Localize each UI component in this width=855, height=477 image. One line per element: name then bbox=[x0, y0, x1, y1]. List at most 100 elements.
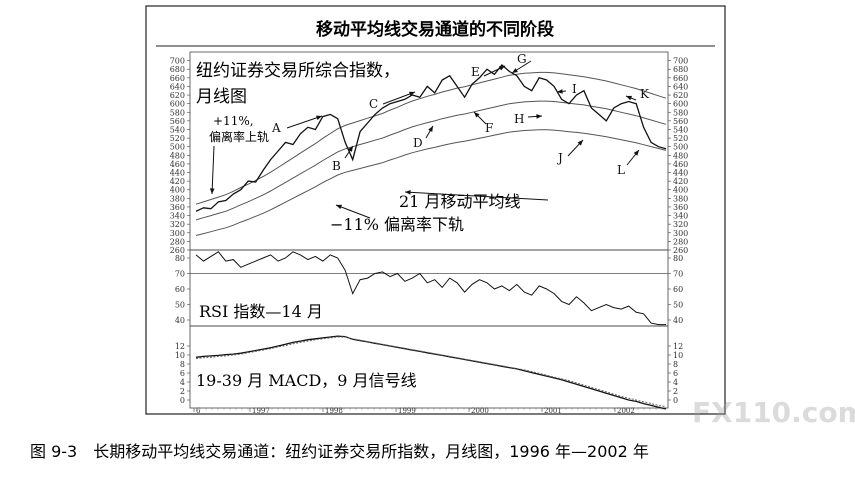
y-tick-label-right: 2 bbox=[673, 387, 678, 396]
y-tick-label-left: 660 bbox=[170, 74, 185, 83]
y-tick-label-left: 2 bbox=[180, 387, 185, 396]
arrow-head bbox=[316, 115, 322, 121]
figure-caption: 图 9-3 长期移动平均线交易通道：纽约证券交易所指数，月线图，1996 年—2… bbox=[30, 442, 649, 461]
y-tick-label-left: 0 bbox=[180, 396, 185, 405]
stage-label-f: F bbox=[485, 121, 493, 135]
stage-label-e: E bbox=[471, 65, 480, 79]
y-tick-label-right: 540 bbox=[673, 125, 688, 134]
stage-label-h: H bbox=[514, 112, 524, 126]
y-tick-label-left: 540 bbox=[170, 125, 185, 134]
y-tick-label-left: 600 bbox=[170, 100, 185, 109]
x-tick-label: 2001 bbox=[544, 407, 562, 415]
price-line bbox=[195, 63, 667, 212]
y-tick-label-left: 440 bbox=[170, 169, 185, 178]
arrow-head bbox=[557, 89, 563, 94]
arrow-head bbox=[405, 189, 411, 195]
y-tick-label-left: 6 bbox=[180, 369, 185, 378]
arrow-head bbox=[409, 91, 415, 97]
y-tick-label-left: 60 bbox=[175, 285, 185, 294]
annotation-arrow bbox=[211, 145, 215, 195]
annotation-arrow bbox=[335, 204, 371, 219]
stage-label-l: L bbox=[617, 163, 625, 177]
x-tick-label: 1998 bbox=[325, 407, 343, 415]
y-tick-label-right: 280 bbox=[673, 237, 688, 246]
y-tick-label-left: 580 bbox=[170, 108, 185, 117]
stage-label-i: I bbox=[572, 82, 577, 96]
upper-rail-line bbox=[195, 71, 667, 205]
y-tick-label-left: 300 bbox=[170, 229, 185, 238]
y-tick-label-right: 440 bbox=[673, 169, 688, 178]
arrow-head bbox=[499, 66, 505, 71]
y-tick-label-left: 360 bbox=[170, 203, 185, 212]
y-tick-label-right: 360 bbox=[673, 203, 688, 212]
lower-rail-label: −11% 偏离率下轨 bbox=[330, 215, 464, 234]
y-tick-label-right: 40 bbox=[673, 316, 683, 325]
y-tick-label-left: 70 bbox=[175, 270, 185, 279]
rsi-line bbox=[195, 251, 666, 326]
watermark: FX110.com bbox=[692, 396, 855, 429]
y-tick-label-left: 420 bbox=[170, 177, 185, 186]
y-tick-label-left: 460 bbox=[170, 160, 185, 169]
stage-label-k: K bbox=[640, 87, 650, 101]
upper-rail-label: +11%, bbox=[213, 114, 254, 128]
y-tick-label-left: 400 bbox=[170, 186, 185, 195]
y-tick-label-right: 500 bbox=[673, 143, 688, 152]
y-tick-label-left: 620 bbox=[170, 91, 185, 100]
chart-title: 移动平均线交易通道的不同阶段 bbox=[316, 19, 554, 40]
y-tick-label-right: 700 bbox=[673, 57, 688, 66]
x-tick-label: 6 bbox=[196, 407, 201, 415]
y-tick-label-right: 80 bbox=[673, 254, 683, 263]
y-tick-label-right: 300 bbox=[673, 229, 688, 238]
y-tick-label-right: 400 bbox=[673, 186, 688, 195]
y-tick-label-left: 680 bbox=[170, 65, 185, 74]
y-tick-label-left: 280 bbox=[170, 237, 185, 246]
arrow-head bbox=[536, 114, 542, 119]
arrow-head bbox=[633, 150, 639, 156]
y-tick-label-right: 70 bbox=[673, 270, 683, 279]
y-tick-label-left: 4 bbox=[180, 378, 185, 387]
y-tick-label-left: 560 bbox=[170, 117, 185, 126]
y-tick-label-left: 640 bbox=[170, 82, 185, 91]
y-tick-label-left: 40 bbox=[175, 316, 185, 325]
arrow-head bbox=[336, 204, 342, 210]
y-tick-label-right: 12 bbox=[673, 342, 683, 351]
y-tick-label-right: 600 bbox=[673, 100, 688, 109]
y-tick-label-right: 60 bbox=[673, 285, 683, 294]
upper-rail-label-2: 偏离率上轨 bbox=[209, 129, 269, 144]
y-tick-label-right: 6 bbox=[673, 369, 678, 378]
y-tick-label-left: 480 bbox=[170, 151, 185, 160]
stage-label-j: J bbox=[556, 151, 563, 165]
y-tick-label-right: 660 bbox=[673, 74, 688, 83]
y-tick-label-left: 12 bbox=[175, 342, 185, 351]
chart-subtitle: 纽约证券交易所综合指数， bbox=[196, 61, 400, 81]
y-tick-label-right: 460 bbox=[673, 160, 688, 169]
stage-label-d: D bbox=[413, 136, 423, 150]
y-tick-label-right: 420 bbox=[673, 177, 688, 186]
panel-frame bbox=[189, 325, 669, 409]
y-tick-label-right: 640 bbox=[673, 82, 688, 91]
figure-frame bbox=[145, 5, 726, 415]
annotation-arrow bbox=[382, 91, 416, 105]
watermark-text: FX110.com bbox=[692, 396, 855, 429]
y-tick-label-left: 80 bbox=[175, 254, 185, 263]
rsi-label: RSI 指数—14 月 bbox=[199, 302, 323, 321]
y-tick-label-left: 10 bbox=[175, 351, 185, 360]
y-tick-label-right: 0 bbox=[673, 396, 678, 405]
y-tick-label-left: 260 bbox=[170, 246, 185, 255]
lower-rail-line bbox=[195, 129, 667, 236]
y-tick-label-right: 680 bbox=[673, 65, 688, 74]
y-tick-label-right: 520 bbox=[673, 134, 688, 143]
y-tick-label-right: 8 bbox=[673, 360, 678, 369]
y-tick-label-left: 380 bbox=[170, 194, 185, 203]
y-tick-label-right: 580 bbox=[673, 108, 688, 117]
y-tick-label-right: 10 bbox=[673, 351, 683, 360]
x-tick-label: 1999 bbox=[398, 407, 416, 415]
signal-line bbox=[195, 336, 667, 408]
y-tick-label-right: 480 bbox=[673, 151, 688, 160]
